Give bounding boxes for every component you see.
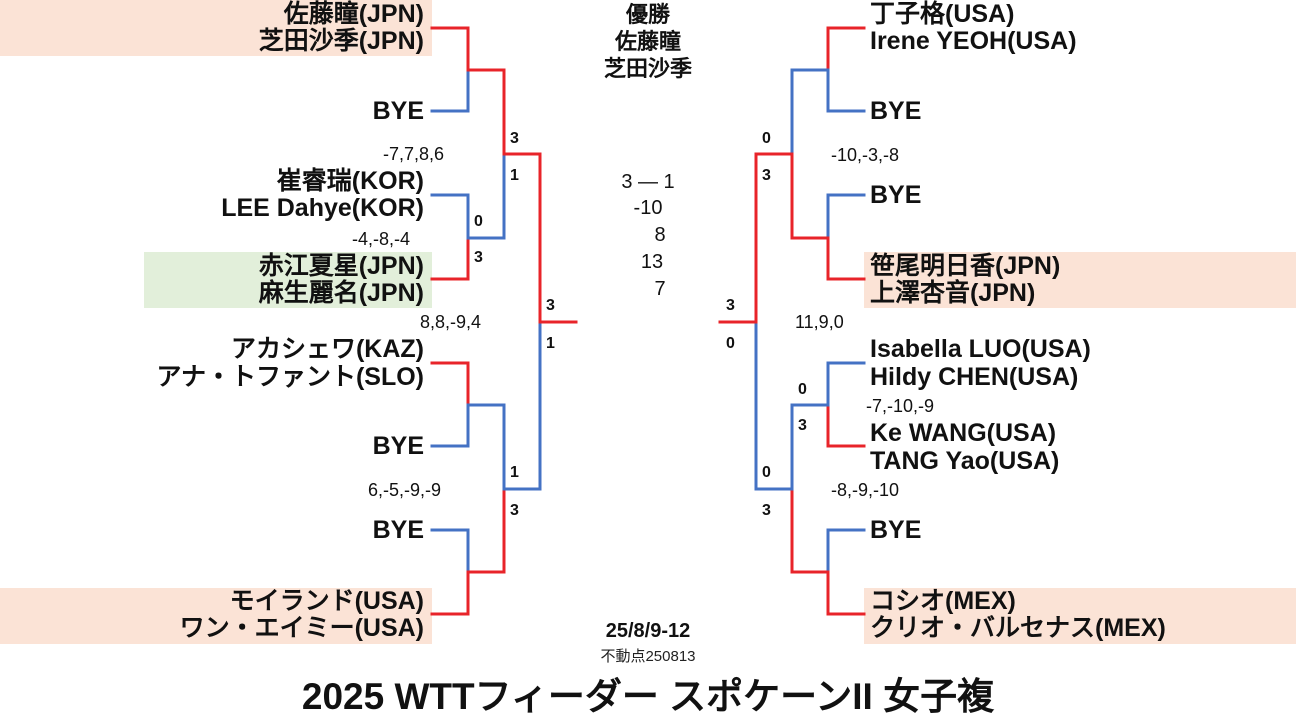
line-right-r1-b xyxy=(826,68,866,113)
line-right-r1-l xyxy=(790,487,830,574)
right-player-name: BYE xyxy=(870,97,922,125)
line-left-r1-g xyxy=(430,361,470,407)
left-player-name: BYE xyxy=(372,97,424,125)
line-right-r1-f xyxy=(790,152,830,240)
right-match-score: 0 xyxy=(798,381,807,398)
left-game-scores: 6,-5,-9,-9 xyxy=(368,480,442,500)
right-player-name: 上澤杏音(JPN) xyxy=(870,279,1036,307)
right-player-name: Irene YEOH(USA) xyxy=(870,27,1077,55)
right-player-name: TANG Yao(USA) xyxy=(870,447,1060,475)
line-right-r2-a xyxy=(754,152,794,324)
final-game-score: 8 xyxy=(654,224,666,246)
right-game-scores: -7,-10,-9 xyxy=(866,396,935,416)
left-match-score: 0 xyxy=(474,213,483,230)
right-match-score: 3 xyxy=(726,297,735,314)
line-right-r1-i xyxy=(790,403,830,491)
line-right-r1-h xyxy=(826,403,866,448)
line-right-r1-a xyxy=(826,26,866,72)
left-player-name: アナ・トファント(SLO) xyxy=(156,363,424,391)
line-right-r1-j xyxy=(826,528,866,574)
line-right-r2-b xyxy=(754,320,794,491)
line-right-r1-e xyxy=(826,236,866,281)
line-left-r1-e xyxy=(430,236,470,281)
line-right-r1-g xyxy=(826,361,866,407)
line-right-r1-k xyxy=(826,570,866,616)
winner-name: 芝田沙季 xyxy=(603,56,692,81)
line-left-r1-h xyxy=(430,403,470,448)
left-game-scores: 8,8,-9,4 xyxy=(420,312,482,332)
seed-highlight-right-bottom xyxy=(864,588,1296,644)
seed-highlight-left-bottom xyxy=(0,588,432,644)
right-match-score: 3 xyxy=(762,167,771,184)
right-player-name: Hildy CHEN(USA) xyxy=(870,363,1079,391)
right-player-name: 丁子格(USA) xyxy=(870,0,1015,28)
left-player-name: 赤江夏星(JPN) xyxy=(258,252,424,280)
line-left-r1-j xyxy=(430,528,470,574)
fixed-point-note: 不動点250813 xyxy=(600,648,696,665)
right-player-name: コシオ(MEX) xyxy=(870,587,1016,615)
left-player-name: ワン・エイミー(USA) xyxy=(179,614,424,642)
final-game-score: 7 xyxy=(654,278,666,300)
right-match-score: 0 xyxy=(762,130,771,147)
line-left-r1-b xyxy=(430,68,470,113)
right-player-name: BYE xyxy=(870,181,922,209)
right-match-score: 0 xyxy=(726,335,735,352)
line-left-r1-c xyxy=(466,68,506,156)
right-player-name: Isabella LUO(USA) xyxy=(870,335,1091,363)
final-set-score: 3 ― 1 xyxy=(621,171,675,193)
left-match-score: 3 xyxy=(546,297,555,314)
right-match-score: 0 xyxy=(762,464,771,481)
left-player-name: 芝田沙季(JPN) xyxy=(258,27,424,55)
tournament-date: 25/8/9-12 xyxy=(605,620,691,642)
line-left-r1-d xyxy=(430,193,470,240)
right-player-name: 笹尾明日香(JPN) xyxy=(870,252,1061,280)
left-player-name: LEE Dahye(KOR) xyxy=(221,194,424,222)
line-right-r1-c xyxy=(790,68,830,156)
line-left-r1-l xyxy=(466,487,506,574)
final-game-score: -10 xyxy=(633,197,663,219)
right-game-scores: -10,-3,-8 xyxy=(831,145,900,165)
left-match-score: 1 xyxy=(510,464,519,481)
right-player-name: BYE xyxy=(870,516,922,544)
line-left-r1-a xyxy=(430,26,470,72)
left-match-score: 1 xyxy=(546,335,555,352)
line-right-r1-d xyxy=(826,193,866,240)
left-player-name: BYE xyxy=(372,516,424,544)
left-match-score: 3 xyxy=(474,249,483,266)
line-left-r1-i xyxy=(466,403,506,491)
left-player-name: モイランド(USA) xyxy=(229,587,424,615)
line-left-r2-b xyxy=(502,320,542,491)
left-player-name: 崔睿瑞(KOR) xyxy=(276,167,424,195)
winner-name: 佐藤瞳 xyxy=(614,29,681,54)
left-match-score: 1 xyxy=(510,167,519,184)
left-game-scores: -7,7,8,6 xyxy=(383,144,445,164)
right-player-name: Ke WANG(USA) xyxy=(870,419,1057,447)
line-left-r2-a xyxy=(502,152,542,324)
right-player-name: クリオ・バルセナス(MEX) xyxy=(870,614,1166,642)
right-game-scores: 11,9,0 xyxy=(795,312,844,332)
right-match-score: 3 xyxy=(798,417,807,434)
final-game-score: 13 xyxy=(640,251,664,273)
left-player-name: 佐藤瞳(JPN) xyxy=(283,0,424,28)
seed-highlight-left-top xyxy=(0,0,432,56)
left-player-name: アカシェワ(KAZ) xyxy=(230,335,424,363)
winner-highlight-left xyxy=(144,252,432,308)
left-match-score: 3 xyxy=(510,130,519,147)
line-left-r1-f xyxy=(466,152,506,240)
left-player-name: 麻生麗名(JPN) xyxy=(258,279,424,307)
page-title: 2025 WTTフィーダー スポケーンII 女子複 xyxy=(301,676,995,717)
line-left-r1-k xyxy=(430,570,470,616)
left-match-score: 3 xyxy=(510,502,519,519)
winner-label: 優勝 xyxy=(625,2,670,27)
seed-highlight-right-mid xyxy=(864,252,1296,308)
left-player-name: BYE xyxy=(372,432,424,460)
right-match-score: 3 xyxy=(762,502,771,519)
right-game-scores: -8,-9,-10 xyxy=(831,480,900,500)
left-game-scores: -4,-8,-4 xyxy=(352,229,411,249)
